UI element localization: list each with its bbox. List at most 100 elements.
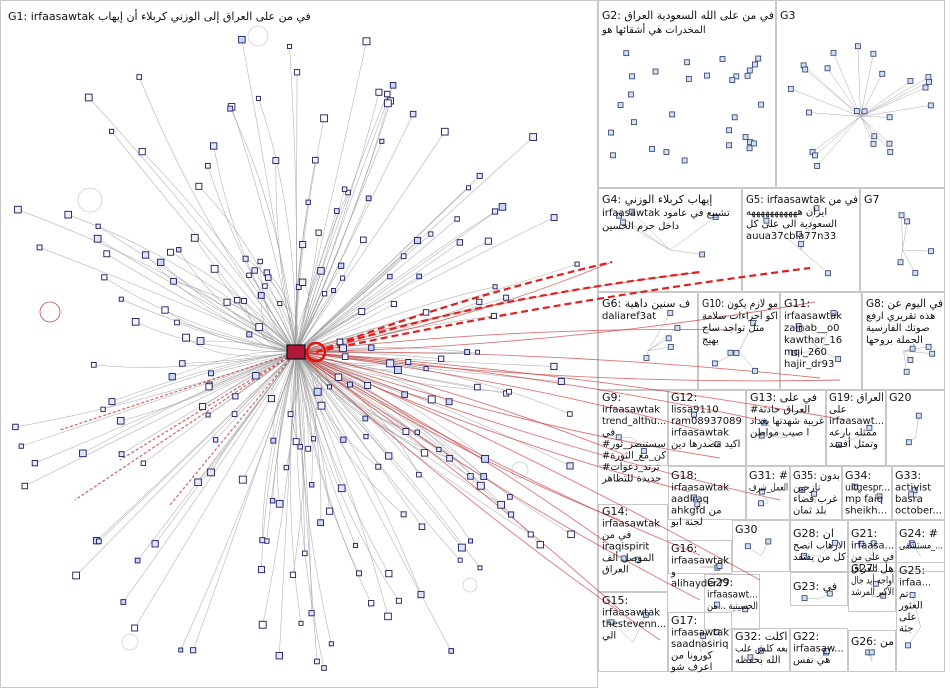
edge — [172, 350, 297, 377]
node — [72, 571, 80, 580]
edge — [295, 187, 469, 353]
group-label-g20: G20 — [889, 391, 912, 404]
group-label-g35: نازحين — [793, 483, 820, 494]
node — [795, 326, 802, 333]
edge — [295, 160, 316, 353]
node — [503, 294, 510, 301]
node — [317, 267, 325, 275]
edge — [805, 69, 861, 117]
node — [484, 237, 492, 245]
node — [205, 412, 211, 418]
group-label-g27: أواجه أيد جال — [851, 574, 894, 587]
node — [340, 275, 346, 281]
edge — [820, 312, 834, 352]
node — [108, 398, 116, 406]
node — [699, 251, 706, 258]
node — [457, 543, 466, 552]
edge — [295, 198, 369, 353]
node — [258, 292, 265, 299]
node — [317, 519, 324, 527]
node — [733, 73, 740, 80]
node — [870, 540, 877, 547]
edge — [295, 351, 461, 561]
node — [252, 372, 260, 380]
node — [787, 85, 794, 92]
group-label-g33: G33: — [895, 469, 921, 482]
node — [744, 543, 751, 550]
node — [272, 157, 280, 164]
group-label-g4: داخل حرم الحسين — [602, 221, 679, 232]
node — [746, 67, 753, 74]
group-box-g20 — [886, 390, 945, 466]
node — [436, 446, 442, 453]
edge — [295, 192, 349, 353]
node — [362, 37, 371, 46]
edge — [902, 249, 916, 273]
group-box-g33 — [892, 466, 945, 520]
node — [101, 274, 108, 281]
node — [257, 258, 263, 265]
group-label-g34: G34: — [845, 469, 871, 482]
group-label-g14: في من — [602, 530, 631, 541]
edge — [295, 93, 388, 353]
group-label-g13: G13: في على — [750, 391, 817, 404]
group-label-g2: G2: في من على الله السعودية العراق — [602, 9, 774, 22]
group-box-g11 — [780, 292, 862, 390]
edge — [295, 351, 571, 467]
edge — [295, 351, 389, 617]
self-loop — [39, 301, 61, 323]
edge — [295, 103, 389, 353]
node — [358, 308, 366, 315]
group-box-g9 — [598, 390, 668, 466]
node — [395, 597, 402, 604]
node — [887, 149, 894, 155]
node — [445, 398, 453, 406]
node — [31, 460, 38, 467]
group-label-g5: ايران هههههههههههه — [746, 207, 827, 218]
node — [287, 411, 294, 417]
node — [476, 298, 483, 305]
node — [830, 310, 837, 316]
edge — [764, 422, 787, 439]
node — [907, 78, 914, 84]
group-label-g11: irfaasawtak — [784, 311, 842, 322]
edge — [295, 351, 390, 574]
node — [338, 262, 345, 269]
node — [643, 355, 650, 361]
edge — [245, 258, 297, 353]
node — [886, 140, 893, 147]
group-label-g31: G31: # — [749, 469, 788, 482]
group-label-g10: اكو اجراءات سلامة — [702, 311, 778, 322]
node — [394, 366, 402, 374]
edge — [915, 415, 920, 439]
group-label-g8: الجملة بروحها — [866, 335, 923, 346]
node — [798, 241, 804, 247]
node — [418, 523, 426, 531]
group-label-g32: الله بحفظه — [735, 655, 781, 666]
node — [742, 606, 749, 613]
node — [799, 486, 806, 493]
node — [138, 148, 146, 156]
node — [326, 384, 332, 390]
group-label-g12: irfaasawtak — [671, 428, 729, 439]
group-label-g12: lissa9110 — [671, 405, 719, 416]
node — [196, 337, 205, 345]
group-box-g35 — [790, 466, 842, 520]
group-label-g18: لجنة ابو — [670, 517, 703, 528]
group-label-g9: في — [602, 428, 615, 439]
edge — [622, 222, 671, 251]
node — [481, 454, 489, 463]
group-box-g32 — [732, 628, 790, 672]
group-box-g19 — [826, 390, 886, 466]
node — [634, 556, 641, 563]
node — [617, 102, 624, 108]
edge — [231, 106, 297, 353]
node — [416, 471, 422, 478]
node — [691, 494, 697, 501]
node — [755, 55, 762, 62]
node — [305, 445, 312, 452]
node — [331, 287, 337, 293]
node — [362, 415, 369, 422]
node — [464, 349, 471, 355]
